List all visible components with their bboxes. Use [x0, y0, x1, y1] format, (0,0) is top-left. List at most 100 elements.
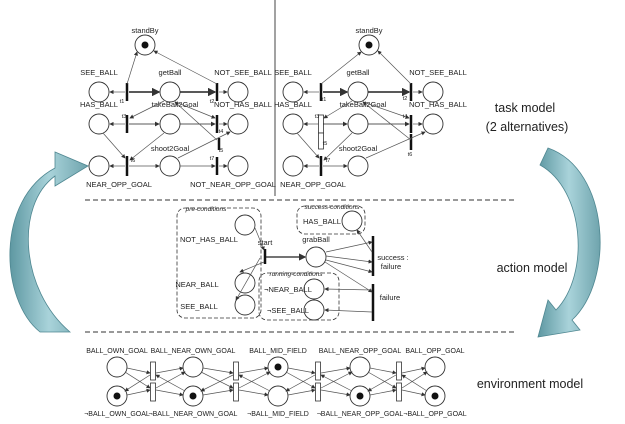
pre-condition-label: NOT_HAS_BALL: [180, 235, 238, 244]
task-model-sublabel: (2 alternatives): [486, 120, 569, 134]
arc: [320, 366, 351, 374]
transition-label: t5: [323, 141, 328, 147]
arc: [155, 389, 184, 397]
env-top-place-label: BALL_NEAR_OWN_GOAL: [151, 348, 236, 355]
task-model-label: task model: [495, 101, 555, 115]
env-top-place-label: BALL_MID_FIELD: [249, 348, 307, 355]
place: [159, 113, 181, 135]
env-transition: [315, 361, 321, 381]
token: [365, 41, 373, 49]
failure-transition-label: failure: [380, 293, 400, 302]
place: [347, 155, 369, 177]
transition-label: t6: [408, 152, 413, 158]
success-conditions-title: success-conditions: [305, 204, 361, 211]
place: [347, 113, 369, 135]
transition: [318, 132, 324, 150]
arc: [129, 132, 165, 161]
transition-label: t3: [122, 114, 127, 120]
env-top-place: [349, 356, 371, 378]
env-transition: [150, 382, 156, 402]
transition-label: t2: [403, 96, 408, 102]
place: [159, 155, 181, 177]
start-label: start: [258, 238, 274, 247]
arc: [325, 255, 373, 264]
token: [356, 392, 364, 400]
arc: [367, 374, 397, 392]
place: [88, 81, 110, 103]
transition-label: t2: [210, 99, 215, 105]
arc: [296, 132, 320, 159]
arc: [177, 102, 216, 119]
environment-model-label: environment model: [477, 377, 583, 391]
place-label-standby: standBy: [131, 26, 158, 35]
action-model-label: action model: [497, 261, 568, 275]
pre-condition-label: NEAR_BALL: [175, 280, 218, 289]
place: [88, 113, 110, 135]
success-transition-label: success :: [377, 253, 408, 262]
arc: [238, 371, 271, 389]
arc: [320, 389, 351, 397]
arc: [356, 229, 373, 253]
transition-label: t7: [326, 158, 331, 164]
arc: [238, 374, 271, 392]
transition-label: t5: [219, 148, 224, 154]
arc: [287, 388, 316, 396]
arc: [365, 131, 426, 159]
place: [347, 81, 369, 103]
pre-conditions-title: pre-conditions: [185, 206, 228, 213]
transition-label: t4: [403, 114, 408, 120]
env-bottom-place-label: ¬BALL_OWN_GOAL: [84, 411, 150, 418]
place: [282, 113, 304, 135]
transition-label: t6: [131, 158, 136, 164]
success-conditions-box: [296, 205, 366, 235]
arc: [174, 101, 218, 141]
token: [274, 363, 282, 371]
running-conditions-box: [258, 272, 340, 321]
env-bottom-place-label: ¬BALL_NEAR_OPP_GOAL: [317, 411, 404, 418]
arc: [254, 227, 265, 251]
arc: [202, 388, 234, 396]
place-label: SEE_BALL: [80, 68, 118, 77]
place: [227, 155, 249, 177]
running-condition-label: ¬NEAR_BALL: [264, 285, 312, 294]
place-label: NEAR_OPP_GOAL: [280, 180, 346, 189]
arc: [202, 367, 234, 375]
place-not-see-ball: [303, 299, 325, 321]
place-label: takeBall2Goal: [152, 100, 199, 109]
env-top-place-label: BALL_OPP_GOAL: [405, 348, 464, 355]
arc: [126, 367, 151, 375]
place-label: SEE_BALL: [274, 68, 312, 77]
arc: [200, 371, 234, 389]
env-top-place: [182, 356, 204, 378]
place: [159, 81, 181, 103]
arc: [155, 366, 184, 374]
env-bottom-place-label: ¬BALL_MID_FIELD: [247, 411, 309, 418]
arc: [401, 389, 426, 397]
transition-label: t4: [219, 129, 224, 135]
place-label: shoot2Goal: [339, 144, 378, 153]
env-top-place-label: BALL_NEAR_OPP_GOAL: [319, 348, 402, 355]
left-cycle-arrow-icon: [9, 151, 89, 333]
transition-label: t3: [315, 114, 320, 120]
env-transition: [315, 382, 321, 402]
arc: [287, 367, 316, 375]
place: [422, 113, 444, 135]
place: [422, 81, 444, 103]
arc: [377, 50, 412, 85]
transition-label: t1: [322, 97, 327, 103]
place-label: NOT_SEE_BALL: [214, 68, 272, 77]
place-label: shoot2Goal: [151, 144, 190, 153]
arc: [155, 374, 186, 392]
transition-label: t7: [210, 156, 215, 162]
place-label: NOT_HAS_BALL: [409, 100, 467, 109]
place-label: NOT_SEE_BALL: [409, 68, 467, 77]
place-label-standby: standBy: [355, 26, 382, 35]
arc: [235, 257, 261, 301]
env-transition: [233, 382, 239, 402]
arc: [369, 388, 397, 396]
arc: [401, 366, 426, 374]
arc: [126, 51, 138, 85]
arc: [365, 102, 410, 119]
arc: [238, 366, 269, 374]
